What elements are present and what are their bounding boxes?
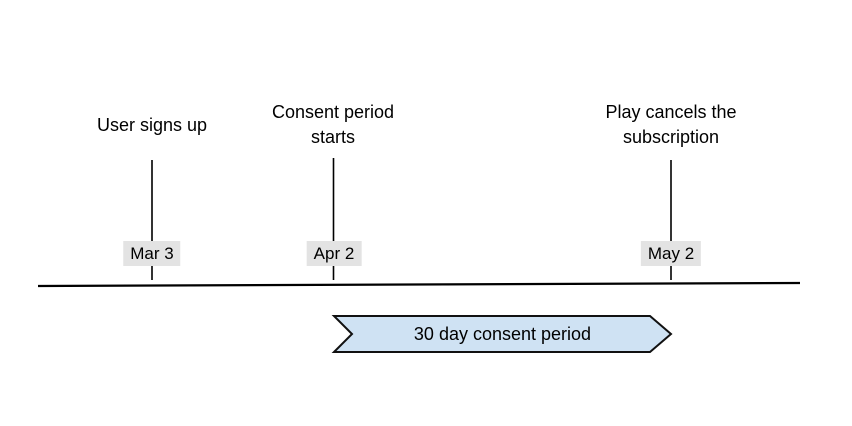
consent-period-banner-label: 30 day consent period [413,323,592,344]
date-chip-mar3: Mar 3 [123,241,181,266]
event-label-user-signs-up: User signs up [96,114,208,135]
timeline-axis [37,281,801,288]
date-chip-may2: May 2 [640,241,702,266]
event-label-play-cancels-subscription: Play cancels the subscription [605,102,737,147]
date-chip-apr2: Apr 2 [306,241,362,266]
consent-period-banner-shape [331,315,673,353]
event-label-consent-period-starts: Consent period starts [271,102,395,147]
